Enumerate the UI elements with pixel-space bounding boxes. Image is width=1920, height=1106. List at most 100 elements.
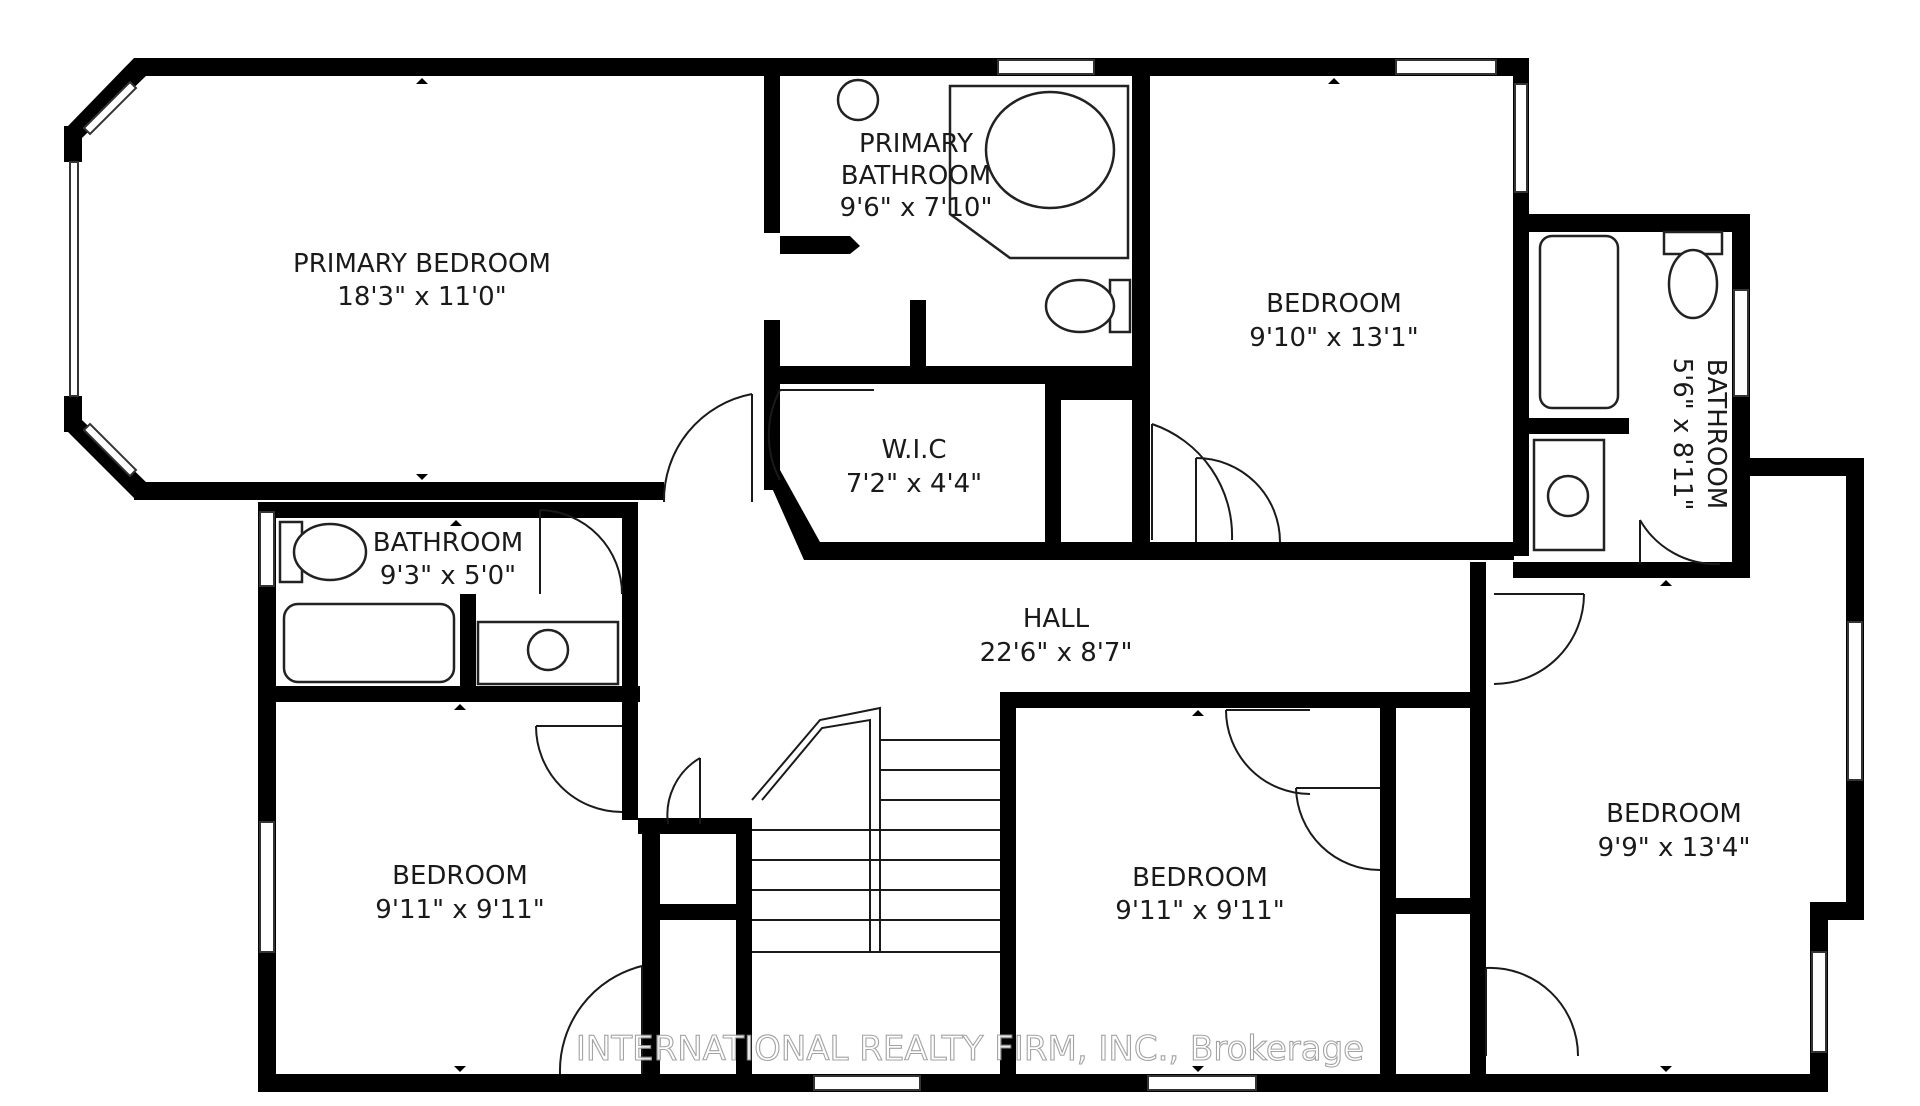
wall-stair-left	[736, 818, 752, 1090]
room-dims: 22'6" x 8'7"	[980, 638, 1133, 668]
tub-east	[1538, 234, 1620, 410]
room-bedroom-ne: BEDROOM 9'10" x 13'1"	[1249, 289, 1418, 353]
wall-closet-mid	[660, 904, 748, 920]
room-dims: 9'10" x 13'1"	[1249, 323, 1418, 353]
room-name-line1: PRIMARY	[859, 129, 973, 159]
tick	[416, 474, 428, 480]
room-dims: 5'6" x 8'11"	[1667, 358, 1697, 511]
door-wic	[767, 389, 874, 481]
door-wb	[539, 509, 623, 595]
door-closet-2	[558, 965, 643, 1075]
tick	[1660, 580, 1672, 586]
window-stair	[813, 1075, 921, 1091]
toilet-west-bowl	[292, 522, 368, 582]
room-name: BEDROOM	[1132, 863, 1268, 893]
wall-wic-right	[1045, 384, 1061, 546]
window-se-right2	[1811, 951, 1827, 1053]
room-bedroom-se: BEDROOM 9'9" x 13'4"	[1598, 799, 1751, 863]
wall-wb-top	[258, 502, 638, 518]
room-dims: 9'11" x 9'11"	[375, 895, 544, 925]
wall-ne-right	[1513, 216, 1529, 556]
wall-bath-ne	[1132, 58, 1150, 558]
wall-pb-a	[764, 58, 780, 233]
wall-bath-bottom	[764, 366, 1148, 384]
wall-bay-w1	[64, 126, 82, 162]
tick	[1192, 1066, 1204, 1072]
window-eb	[1733, 289, 1749, 397]
windows	[69, 59, 1863, 1091]
tick	[454, 704, 466, 710]
room-name: BEDROOM	[1606, 799, 1742, 829]
wall-hall-right	[1470, 562, 1486, 692]
wall-wic-top-right	[1061, 384, 1136, 400]
wall-eb-right2	[1732, 398, 1750, 578]
tick	[454, 1066, 466, 1072]
wall-sw-right-a	[622, 700, 638, 820]
wall-se-left	[1470, 692, 1486, 1090]
room-name: W.I.C	[881, 435, 946, 465]
room-dims: 7'2" x 4'4"	[846, 469, 982, 499]
door-primary	[662, 393, 753, 503]
room-bedroom-s: BEDROOM 9'11" x 9'11"	[1115, 863, 1284, 926]
window-bay-sw	[82, 422, 138, 478]
room-bedroom-sw: BEDROOM 9'11" x 9'11"	[375, 861, 544, 925]
tub-oval	[984, 90, 1116, 210]
window-pbath	[997, 59, 1095, 75]
window-se-right	[1847, 621, 1863, 781]
room-dims: 9'11" x 9'11"	[1115, 896, 1284, 926]
room-primary-bathroom: PRIMARY BATHROOM 9'6" x 7'10"	[840, 129, 993, 223]
door-s-closet	[1295, 787, 1381, 871]
room-name-line2: BATHROOM	[841, 161, 991, 191]
toilet-bowl	[1044, 278, 1116, 334]
door-ne-a	[1151, 423, 1234, 541]
room-name: BEDROOM	[1266, 289, 1402, 319]
room-dims: 9'6" x 7'10"	[840, 193, 993, 223]
fixtures	[278, 78, 1724, 686]
door-sw	[535, 725, 623, 813]
wall-s-closet-mid	[1396, 898, 1486, 914]
stair-rail-inner	[761, 718, 871, 952]
room-dims: 18'3" x 11'0"	[337, 282, 506, 312]
stairs	[751, 706, 1000, 953]
ticks	[416, 78, 1672, 1072]
room-primary-bedroom: PRIMARY BEDROOM 18'3" x 11'0"	[293, 249, 551, 312]
wall-eb-mid	[1529, 418, 1629, 434]
tub-west	[282, 602, 456, 684]
wall-se-top	[1732, 458, 1862, 476]
wall-eb-bottom	[1513, 562, 1750, 578]
wall-bath-stub	[780, 236, 860, 254]
walls	[64, 58, 1864, 1092]
wall-sw-closet	[642, 818, 660, 1090]
tick	[1192, 710, 1204, 716]
window-sw	[259, 821, 275, 953]
room-name: PRIMARY BEDROOM	[293, 249, 551, 279]
wall-pb-b	[764, 320, 780, 490]
wall-bay-nw	[68, 58, 150, 138]
window-ne-top	[1395, 59, 1497, 75]
window-bay-w	[69, 161, 79, 397]
tick	[450, 520, 462, 526]
tick	[1660, 1066, 1672, 1072]
wall-wic-diag	[764, 470, 820, 560]
wall-primary-bottom	[134, 482, 664, 500]
door-se-closet	[1485, 966, 1580, 1057]
door-ne-b	[1195, 457, 1281, 543]
tick	[1328, 78, 1340, 84]
wall-s-left	[1000, 692, 1016, 1090]
window-s	[1147, 1075, 1257, 1091]
wall-eb-top	[1513, 214, 1748, 232]
room-dims: 9'9" x 13'4"	[1598, 833, 1751, 863]
room-name: HALL	[1023, 604, 1090, 634]
window-ne-right	[1514, 83, 1528, 193]
tick	[416, 78, 428, 84]
wall-s-top	[1000, 692, 1486, 708]
door-closet-1	[666, 757, 701, 825]
door-s	[1225, 709, 1311, 795]
wall-landing	[638, 818, 748, 834]
doors	[535, 389, 1721, 1075]
window-wb	[259, 511, 275, 587]
door-se	[1493, 593, 1585, 685]
wall-bay-w2	[64, 396, 82, 432]
window-bay-nw	[82, 80, 138, 136]
